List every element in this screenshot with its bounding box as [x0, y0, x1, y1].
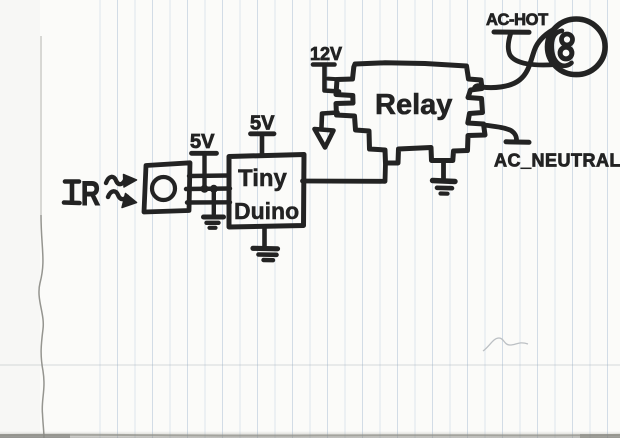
svg-text:Tiny: Tiny — [238, 165, 288, 192]
svg-text:12V: 12V — [310, 44, 342, 64]
svg-text:AC_NEUTRAL: AC_NEUTRAL — [494, 151, 620, 171]
svg-text:AC-HOT: AC-HOT — [486, 11, 548, 29]
svg-text:Relay: Relay — [375, 89, 452, 121]
svg-text:5V: 5V — [250, 113, 275, 135]
svg-text:Duino: Duino — [234, 198, 299, 224]
svg-text:5V: 5V — [190, 131, 215, 153]
svg-text:R: R — [81, 175, 100, 213]
